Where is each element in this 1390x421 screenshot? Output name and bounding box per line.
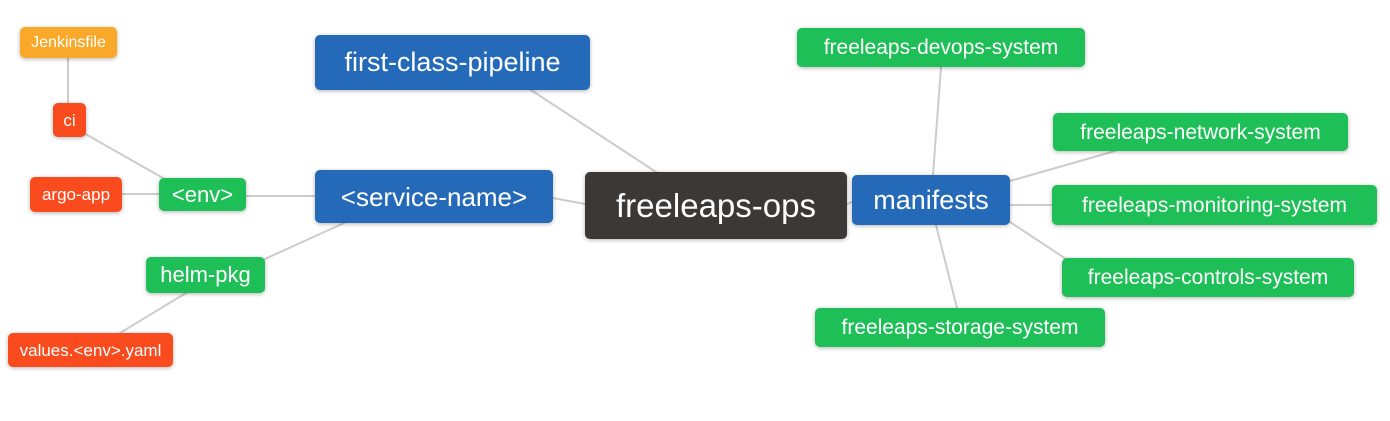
- edge-manifests-devops-system: [932, 66, 942, 176]
- edge-first-class-pipeline-freeleaps-ops: [530, 89, 657, 173]
- edge-service-name-freeleaps-ops: [552, 197, 586, 205]
- node-jenkinsfile[interactable]: Jenkinsfile: [20, 27, 117, 58]
- node-ci[interactable]: ci: [53, 103, 86, 137]
- edge-ci-env: [81, 131, 164, 179]
- node-service-name[interactable]: <service-name>: [315, 170, 553, 223]
- node-controls-system[interactable]: freeleaps-controls-system: [1062, 258, 1354, 297]
- node-values-env-yaml[interactable]: values.<env>.yaml: [8, 333, 173, 367]
- node-monitoring-system[interactable]: freeleaps-monitoring-system: [1052, 185, 1377, 225]
- edge-manifests-controls-system: [1009, 221, 1067, 260]
- edge-freeleaps-ops-manifests: [846, 201, 853, 205]
- node-helm-pkg[interactable]: helm-pkg: [146, 257, 265, 293]
- node-manifests[interactable]: manifests: [852, 175, 1010, 225]
- edge-helm-pkg-service-name: [264, 222, 345, 260]
- node-freeleaps-ops[interactable]: freeleaps-ops: [585, 172, 847, 239]
- node-network-system[interactable]: freeleaps-network-system: [1053, 113, 1348, 151]
- edge-manifests-storage-system: [935, 224, 958, 309]
- node-argo-app[interactable]: argo-app: [30, 177, 122, 212]
- node-devops-system[interactable]: freeleaps-devops-system: [797, 28, 1085, 67]
- node-env[interactable]: <env>: [159, 178, 246, 211]
- edge-values-env-yaml-helm-pkg: [119, 292, 187, 334]
- node-first-class-pipeline[interactable]: first-class-pipeline: [315, 35, 590, 90]
- edge-manifests-network-system: [1009, 150, 1116, 182]
- node-storage-system[interactable]: freeleaps-storage-system: [815, 308, 1105, 347]
